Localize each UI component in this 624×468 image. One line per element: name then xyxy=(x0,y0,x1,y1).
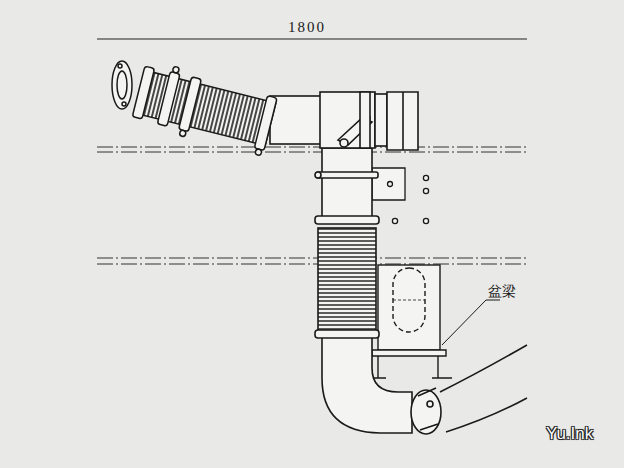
elbow-pipe xyxy=(322,335,527,434)
leader-line xyxy=(442,300,500,345)
dimension-line xyxy=(97,38,527,39)
part-name: 盆梁 xyxy=(488,284,516,299)
cross-beam xyxy=(372,265,452,378)
inlet-flange xyxy=(112,61,132,109)
watermark: Yu.Ink xyxy=(546,425,593,444)
vertical-pipe xyxy=(315,148,379,338)
flexible-hose xyxy=(131,59,279,156)
dimension-value: 1800 xyxy=(288,19,326,36)
tee-body xyxy=(270,92,418,150)
mounting-bracket xyxy=(372,168,429,224)
frame-rail xyxy=(97,147,527,264)
